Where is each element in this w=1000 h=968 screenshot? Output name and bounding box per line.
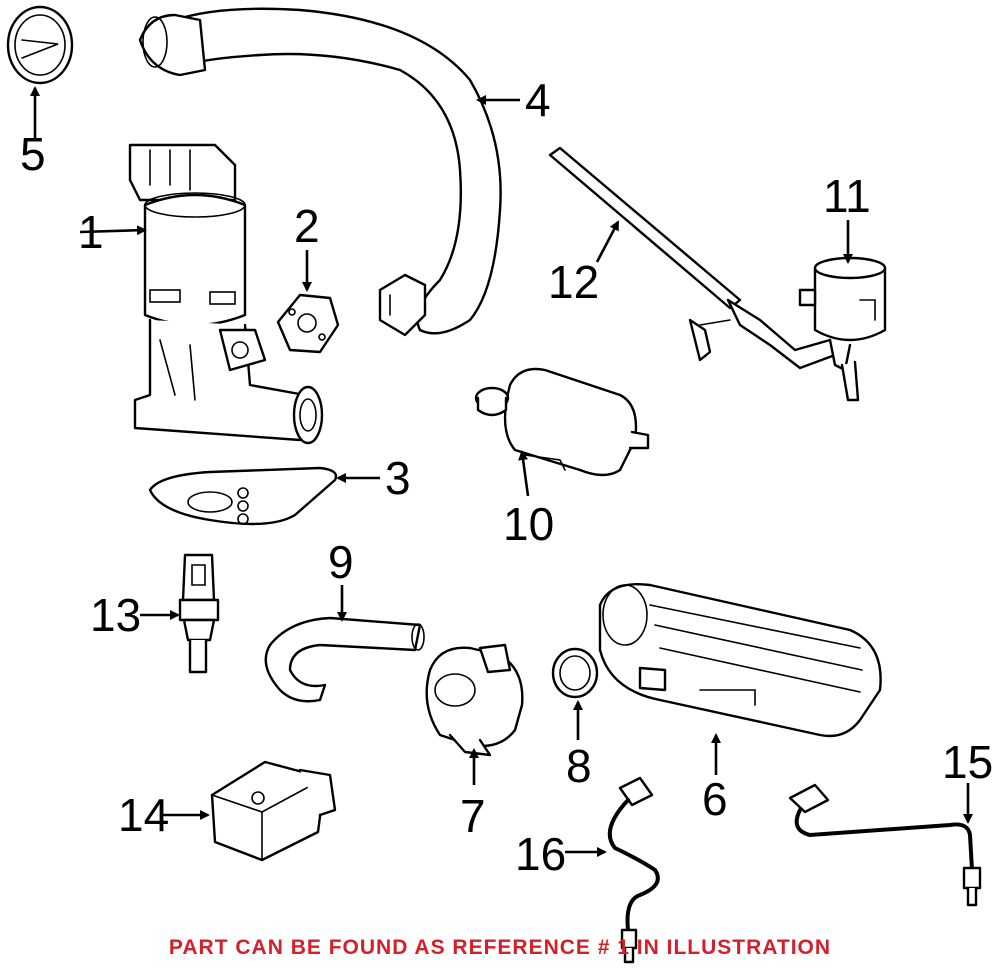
callout-14: 14 — [118, 789, 169, 841]
callout-15: 15 — [942, 736, 993, 788]
callout-2: 2 — [294, 200, 320, 252]
part-4-hose-icon[interactable] — [138, 7, 502, 337]
part-3-gasket-plate-icon[interactable] — [148, 466, 338, 526]
callout-9: 9 — [328, 536, 354, 588]
callout-10: 10 — [503, 498, 554, 550]
callout-13: 13 — [90, 589, 141, 641]
callout-6: 6 — [702, 773, 728, 825]
footer-note: PART CAN BE FOUND AS REFERENCE # 1 IN IL… — [168, 936, 832, 959]
part-5-cap-icon[interactable] — [6, 5, 74, 85]
leader-1 — [79, 225, 147, 236]
callout-11: 11 — [823, 170, 871, 222]
part-14-sensor-icon[interactable] — [210, 760, 337, 862]
callout-4: 4 — [525, 74, 551, 126]
callout-5: 5 — [20, 128, 46, 180]
part-11-valve-icon[interactable] — [798, 256, 887, 402]
part-6-canister-icon[interactable] — [598, 583, 882, 738]
callout-3: 3 — [385, 452, 411, 504]
part-12-tube-icon[interactable] — [548, 146, 837, 370]
part-9-hose-icon[interactable] — [264, 616, 425, 703]
part-8-o-ring-icon[interactable] — [551, 647, 599, 699]
part-1-egr-valve-icon[interactable] — [128, 143, 324, 445]
part-16-oxygen-sensor-icon[interactable] — [607, 776, 660, 964]
part-10-filter-icon[interactable] — [474, 367, 650, 477]
leader-10 — [518, 450, 530, 497]
part-13-sensor-icon[interactable] — [178, 553, 220, 674]
callout-12: 12 — [548, 256, 599, 308]
part-2-gasket-icon[interactable] — [276, 293, 340, 354]
part-15-oxygen-sensor-icon[interactable] — [788, 783, 982, 907]
part-7-pump-icon[interactable] — [425, 643, 524, 757]
callout-8: 8 — [566, 740, 592, 792]
callout-7: 7 — [460, 790, 486, 842]
callout-1: 1 — [78, 206, 104, 258]
callout-16: 16 — [515, 828, 566, 880]
leader-12 — [595, 220, 620, 263]
